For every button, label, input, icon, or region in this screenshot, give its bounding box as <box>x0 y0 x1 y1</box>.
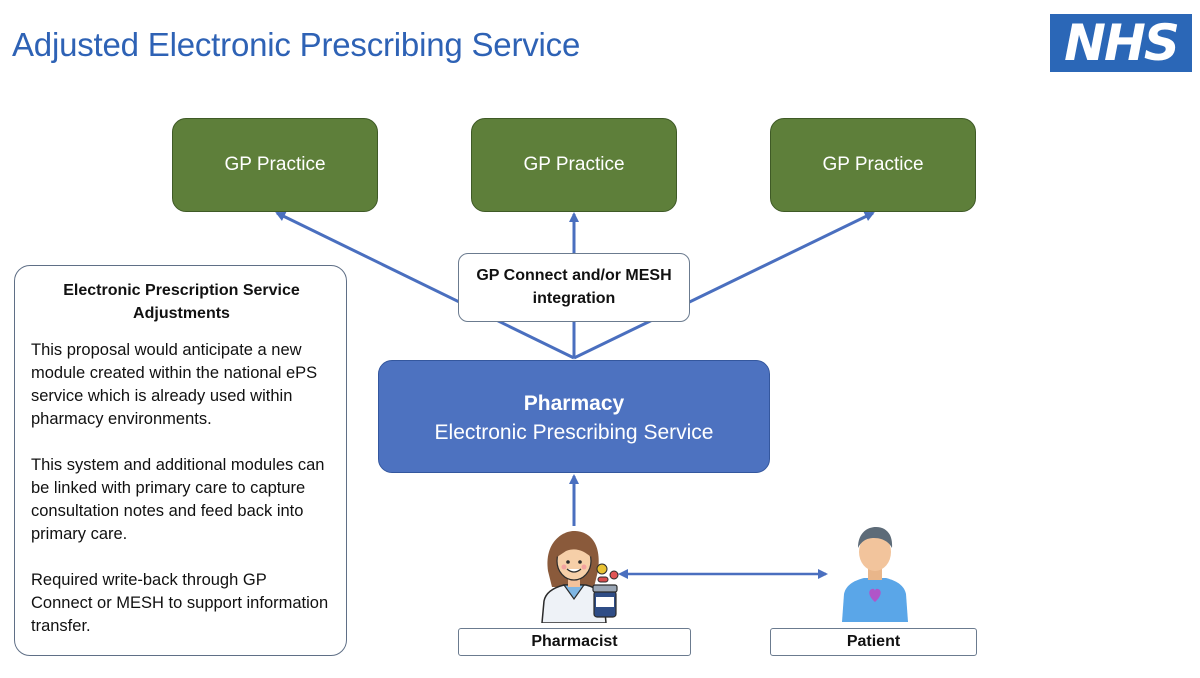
notes-paragraph: This proposal would anticipate a new mod… <box>31 341 318 428</box>
pharmacist-icon <box>541 531 619 623</box>
pharmacy-eps-box: Pharmacy Electronic Prescribing Service <box>378 360 770 473</box>
pharmacist-label: Pharmacist <box>458 628 691 656</box>
notes-heading: Electronic Prescription Service Adjustme… <box>63 282 300 322</box>
gp-practice-box-right: GP Practice <box>770 118 976 212</box>
notes-paragraph: Required write-back through GP Connect o… <box>31 571 329 635</box>
patient-label: Patient <box>770 628 977 656</box>
integration-box: GP Connect and/or MESH integration <box>458 253 690 322</box>
nhs-logo: NHS <box>1050 14 1192 72</box>
arrow-to-gp-right <box>573 211 875 360</box>
gp-practice-box-left: GP Practice <box>172 118 378 212</box>
pharmacy-title: Pharmacy <box>523 392 625 415</box>
notes-panel: Electronic Prescription Service Adjustme… <box>14 265 347 656</box>
page-title: Adjusted Electronic Prescribing Service <box>12 26 581 63</box>
notes-paragraph: This system and additional modules can b… <box>31 456 325 543</box>
arrow-to-gp-left <box>275 211 575 360</box>
patient-icon <box>842 527 908 622</box>
gp-practice-box-middle: GP Practice <box>471 118 677 212</box>
pharmacy-subtitle: Electronic Prescribing Service <box>434 421 714 444</box>
